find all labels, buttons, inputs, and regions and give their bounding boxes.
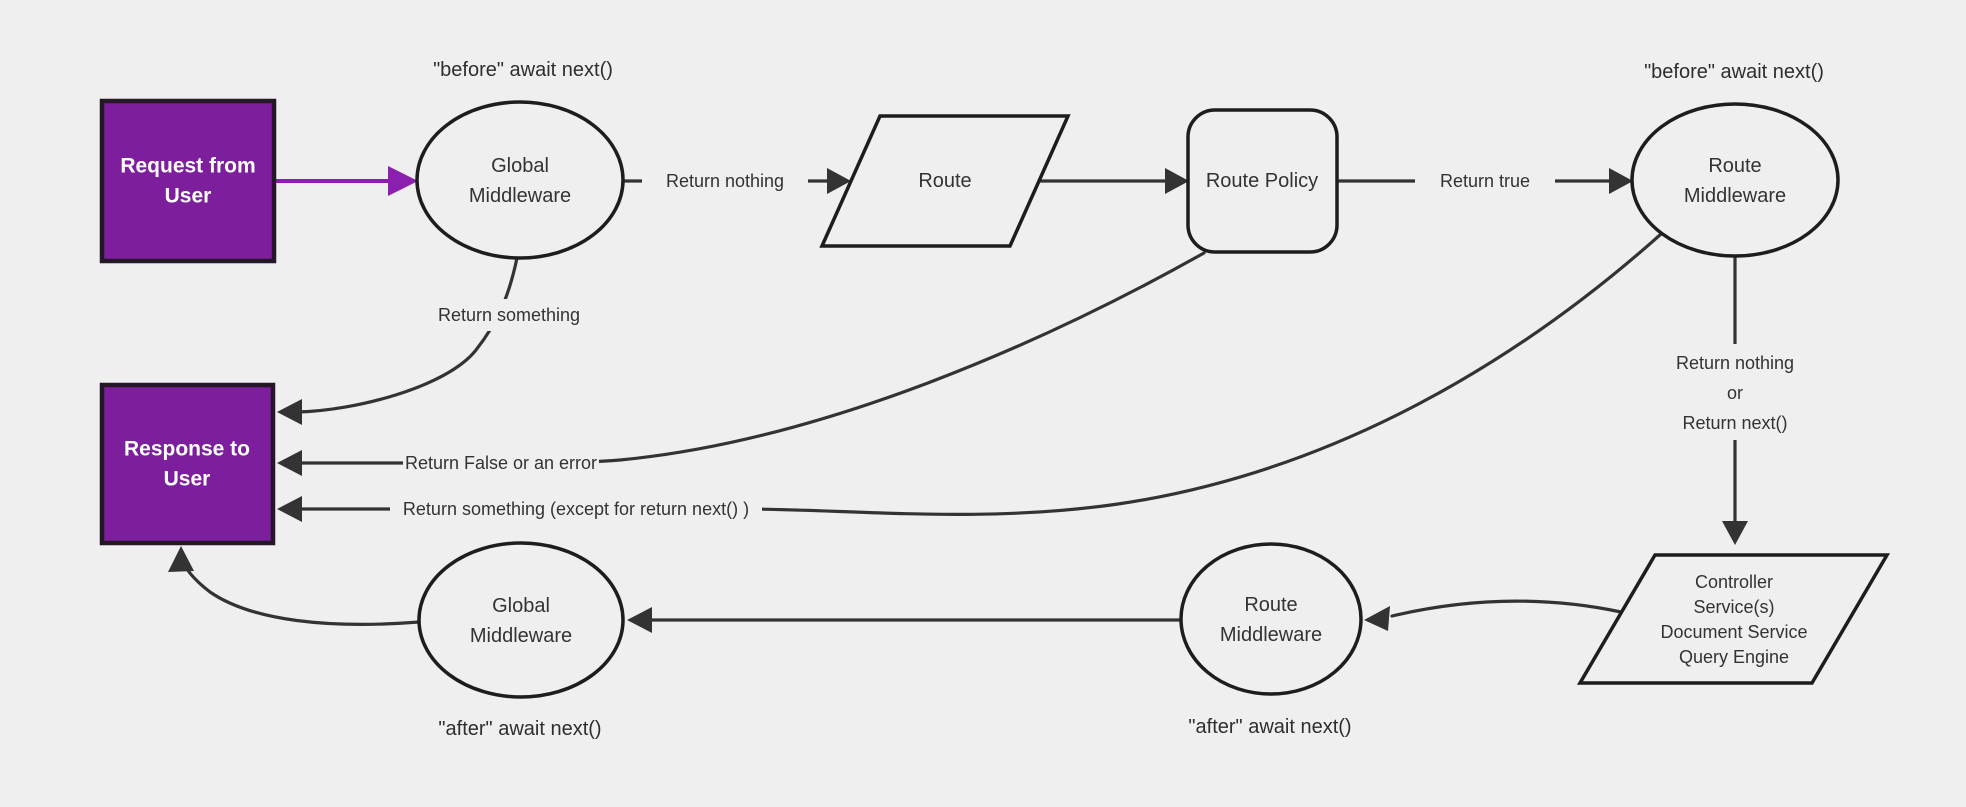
node-route-policy: Route Policy: [1186, 108, 1339, 254]
annotation-before-global: "before" await next(): [433, 59, 613, 81]
edge-label-return-nothing-or-1: Return nothing: [1676, 353, 1794, 373]
global-middleware-top-label-2: Middleware: [469, 185, 571, 207]
controller-label-2: Service(s): [1693, 597, 1774, 617]
node-route: Route: [819, 114, 1071, 248]
edge-label-bg: [1638, 344, 1832, 440]
controller-label-1: Controller: [1695, 572, 1773, 592]
arrowhead-icon: [1364, 606, 1390, 631]
edge-route-policy-to-response: Return False or an error: [277, 251, 1206, 479]
route-middleware-bottom-ellipse: [1179, 542, 1363, 696]
edge-label-bg: [1415, 164, 1555, 198]
route-middleware-bottom-label-2: Middleware: [1220, 624, 1322, 646]
route-middleware-top-label-2: Middleware: [1684, 185, 1786, 207]
global-middleware-bottom-ellipse: [417, 541, 625, 699]
edge-label-return-false: Return False or an error: [405, 453, 597, 473]
edge-label-return-something: Return something: [438, 305, 580, 325]
edge-label-bg: [417, 299, 601, 331]
controller-label-4: Query Engine: [1679, 647, 1789, 667]
arrowhead-icon: [1722, 521, 1748, 545]
edge-label-return-nothing: Return nothing: [666, 171, 784, 191]
request-from-user-box: [99, 98, 277, 264]
edge-label-bg: [390, 493, 762, 525]
edge-global-middleware-to-response: Return something: [277, 256, 601, 425]
node-controller-services: Controller Service(s) Document Service Q…: [1576, 553, 1891, 685]
route-middleware-bottom-label-1: Route: [1244, 594, 1297, 616]
edge-line: [180, 557, 421, 626]
global-middleware-bottom-label-2: Middleware: [470, 625, 572, 647]
arrowhead-icon: [277, 496, 302, 522]
edge-global-middleware-bottom-to-response: [168, 546, 421, 626]
response-to-user-box: [99, 382, 276, 546]
route-middleware-top-ellipse: [1630, 102, 1840, 258]
edge-route-middleware-to-controller: Return nothing or Return next(): [1638, 254, 1832, 545]
edge-route-policy-to-route-middleware: Return true: [1335, 164, 1633, 198]
arrowhead-icon: [1609, 168, 1633, 194]
arrowhead-icon: [388, 166, 418, 196]
arrowhead-icon: [168, 546, 194, 572]
edge-label-bg: [403, 447, 599, 479]
annotation-after-global: "after" await next(): [438, 718, 601, 740]
global-middleware-bottom-label-1: Global: [492, 595, 550, 617]
request-from-user-label-1: Request from: [120, 155, 255, 178]
global-middleware-top-ellipse: [415, 100, 625, 260]
edge-route-middleware-to-response: Return something (except for return next…: [277, 232, 1663, 525]
request-from-user-label-2: User: [165, 185, 212, 208]
edge-route-to-route-policy: [1038, 168, 1189, 194]
route-policy-label: Route Policy: [1206, 170, 1318, 192]
route-label: Route: [918, 170, 971, 192]
edge-label-return-something-except: Return something (except for return next…: [403, 499, 749, 519]
edge-label-return-nothing-or-3: Return next(): [1682, 413, 1787, 433]
node-response-to-user: Response to User: [99, 382, 276, 546]
edge-label-bg: [642, 164, 808, 198]
response-to-user-label-2: User: [164, 468, 211, 491]
node-request-from-user: Request from User: [99, 98, 277, 264]
route-parallelogram: [819, 114, 1071, 248]
route-middleware-top-label-1: Route: [1708, 155, 1761, 177]
edge-request-to-global-middleware: [275, 166, 418, 196]
annotation-after-route: "after" await next(): [1188, 716, 1351, 738]
arrowhead-icon: [827, 168, 851, 194]
controller-parallelogram: [1576, 553, 1891, 685]
edge-line: [296, 256, 519, 414]
edge-line: [1390, 599, 1623, 618]
edge-controller-to-route-middleware-bottom: [1364, 599, 1623, 631]
arrowhead-icon: [277, 399, 302, 425]
node-global-middleware-top: Global Middleware: [415, 100, 625, 260]
edge-global-middleware-to-route: Return nothing: [621, 164, 851, 198]
annotation-before-route: "before" await next(): [1644, 61, 1824, 83]
node-route-middleware-top: Route Middleware: [1630, 102, 1840, 258]
edge-label-return-nothing-or-2: or: [1727, 383, 1743, 403]
response-to-user-label-1: Response to: [124, 438, 250, 461]
global-middleware-top-label-1: Global: [491, 155, 549, 177]
arrowhead-icon: [277, 450, 302, 476]
route-policy-box: [1186, 108, 1339, 254]
node-route-middleware-bottom: Route Middleware: [1179, 542, 1363, 696]
edge-line: [296, 232, 1663, 516]
arrowhead-icon: [1165, 168, 1189, 194]
controller-label-3: Document Service: [1660, 622, 1807, 642]
arrowhead-icon: [627, 607, 652, 633]
edge-route-middleware-bottom-to-global-middleware-bottom: [627, 607, 1183, 633]
edge-label-return-true: Return true: [1440, 171, 1530, 191]
node-global-middleware-bottom: Global Middleware: [417, 541, 625, 699]
